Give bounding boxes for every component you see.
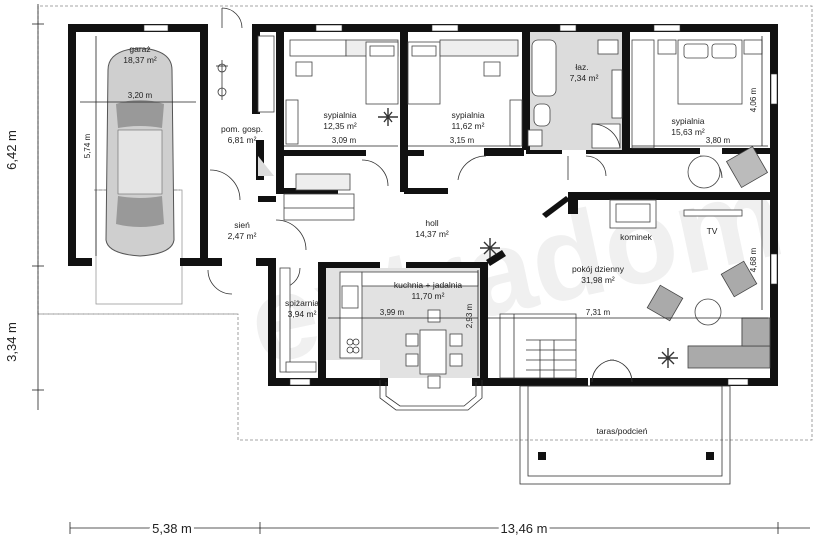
interior-dimensions — [80, 36, 768, 376]
bathroom-fixtures — [527, 32, 623, 150]
bathroom-name: łaz. — [575, 62, 588, 72]
bedroom1-area: 12,35 m² — [323, 121, 357, 131]
hall-name: holl — [425, 218, 438, 228]
utility-area: 6,81 m² — [228, 135, 257, 145]
garage-name: garaż — [129, 44, 150, 54]
plant-icon — [378, 108, 678, 368]
bedroom1-furniture — [285, 39, 399, 191]
dim-bottom-left: 5,38 m — [152, 521, 192, 536]
dim-bottom-right: 13,46 m — [501, 521, 548, 536]
tv-label: TV — [707, 226, 718, 236]
bedroom3-depth: 4,06 m — [749, 87, 758, 112]
outer-dimensions — [32, 4, 810, 534]
overall-dimension-labels: 6,42 m 3,34 m 5,38 m 13,46 m — [4, 130, 550, 539]
dim-left-top: 6,42 m — [4, 130, 19, 170]
pantry-name: spiżarnia — [285, 298, 319, 308]
bedroom2-name: sypialnia — [451, 110, 484, 120]
kitchen-area — [326, 268, 480, 389]
utility-shelving — [257, 35, 275, 176]
windows — [143, 24, 778, 386]
bedroom3-name: sypialnia — [671, 116, 704, 126]
terrace — [519, 385, 731, 485]
hall-cabinet — [283, 193, 355, 221]
terrace-name: taras/podcień — [596, 426, 647, 436]
kitchen-depth: 2,93 m — [465, 303, 474, 328]
fireplace-icon — [609, 199, 657, 229]
bedroom3-area: 15,63 m² — [671, 127, 705, 137]
living-width: 7,31 m — [586, 308, 611, 317]
bedroom3-width: 3,80 m — [706, 136, 731, 145]
bedroom2-width: 3,15 m — [450, 136, 475, 145]
bedroom1-name: sypialnia — [323, 110, 356, 120]
bedroom2-area: 11,62 m² — [452, 121, 485, 131]
car-icon — [105, 47, 175, 257]
living-area: 31,98 m² — [581, 275, 615, 285]
garage-width: 3,20 m — [128, 91, 153, 100]
tv-icon — [683, 209, 743, 217]
dim-left-bottom: 3,34 m — [4, 322, 19, 362]
living-furniture — [646, 260, 771, 369]
utility-name: pom. gosp. — [221, 124, 263, 134]
bedroom1-width: 3,09 m — [332, 136, 357, 145]
garage-area: 18,37 m² — [123, 55, 157, 65]
kitchen-width: 3,99 m — [380, 308, 405, 317]
room-labels: garaż 18,37 m² 3,20 m 5,74 m pom. gosp. … — [83, 44, 758, 436]
bedroom3-furniture — [631, 39, 769, 189]
bathroom-area: 7,34 m² — [570, 73, 599, 83]
fireplace-label: kominek — [620, 232, 652, 242]
stairs — [499, 313, 577, 379]
kitchen-bay-window — [379, 380, 483, 411]
kitchen-area: 11,70 m² — [412, 291, 445, 301]
bicycle-icon — [216, 60, 228, 100]
pantry-area: 3,94 m² — [288, 309, 317, 319]
garage-depth: 5,74 m — [83, 133, 92, 158]
pantry-shelving — [279, 267, 317, 373]
living-depth: 4,68 m — [749, 247, 758, 272]
bedroom2-furniture — [407, 39, 523, 147]
vestibule-name: sień — [234, 220, 250, 230]
hall-area: 14,37 m² — [415, 229, 449, 239]
living-name: pokój dzienny — [572, 264, 625, 274]
kitchen-name: kuchnia + jadalnia — [394, 280, 463, 290]
vestibule-area: 2,47 m² — [228, 231, 257, 241]
